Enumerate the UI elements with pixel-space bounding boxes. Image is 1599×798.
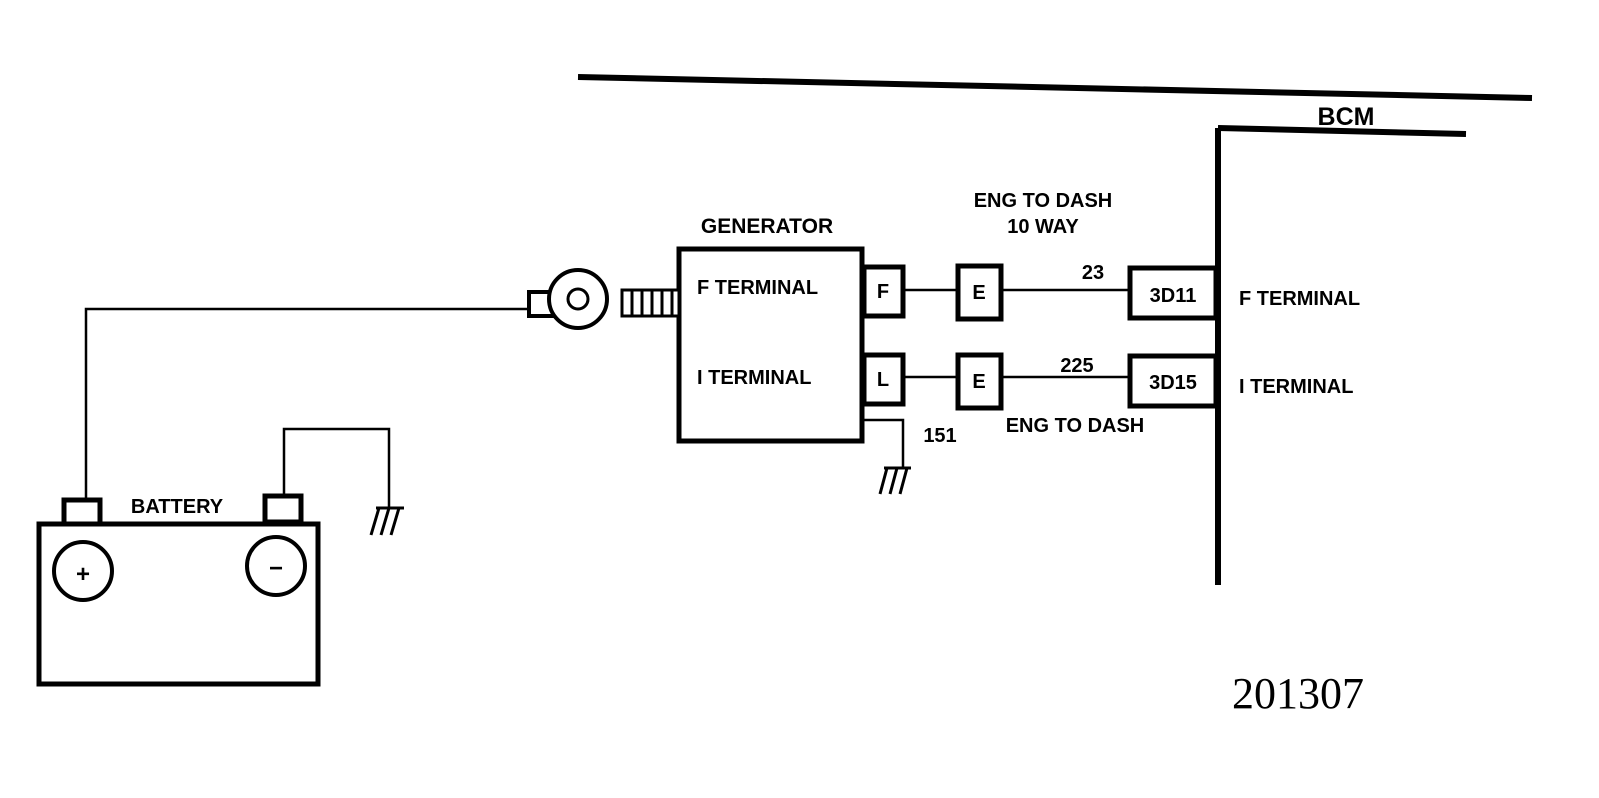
generator-box bbox=[676, 246, 865, 444]
generator-i-terminal-label: I TERMINAL bbox=[697, 367, 811, 389]
connector-top-label-line2: 10 WAY bbox=[1007, 216, 1079, 238]
bcm-pin-3d11-label: 3D11 bbox=[1150, 285, 1197, 307]
bcm-pin-3d11 bbox=[1127, 265, 1219, 321]
generator-f-terminal-label: F TERMINAL bbox=[697, 277, 818, 299]
ground-icon bbox=[878, 466, 911, 495]
bcm-label: BCM bbox=[1318, 103, 1375, 131]
battery-positive-cable bbox=[84, 307, 532, 500]
connector-pin-e-top bbox=[955, 263, 1004, 322]
bcm-pin-3d15-label: 3D15 bbox=[1149, 372, 1197, 394]
generator-pin-l bbox=[861, 352, 906, 407]
battery-negative-label: − bbox=[269, 555, 283, 582]
wire-151-label: 151 bbox=[923, 425, 956, 447]
battery-positive-label: + bbox=[76, 561, 90, 588]
connector-bottom-label: ENG TO DASH bbox=[1006, 415, 1145, 437]
connector-pin-e-top-label: E bbox=[972, 282, 985, 304]
wire-23-label: 23 bbox=[1082, 262, 1104, 284]
generator-label: GENERATOR bbox=[701, 215, 833, 238]
wire-151 bbox=[862, 418, 905, 468]
connector-pin-e-bottom bbox=[955, 352, 1004, 411]
bcm-i-terminal-label: I TERMINAL bbox=[1239, 376, 1353, 398]
wire-225-label: 225 bbox=[1060, 355, 1093, 377]
generator-pin-l-label: L bbox=[877, 369, 889, 391]
bcm-top-edge bbox=[1217, 125, 1467, 137]
generator-pin-f-label: F bbox=[877, 281, 889, 303]
connector-top-label-line1: ENG TO DASH bbox=[974, 190, 1113, 212]
battery-negative-cable bbox=[282, 427, 391, 508]
bcm-f-terminal-label: F TERMINAL bbox=[1239, 288, 1360, 310]
bcm-pin-3d15 bbox=[1127, 353, 1219, 409]
figure-number: 201307 bbox=[1232, 669, 1364, 718]
ground-icon bbox=[369, 506, 404, 536]
output-stud-icon bbox=[620, 288, 681, 318]
battery-label: BATTERY bbox=[131, 496, 224, 518]
ring-terminal-icon bbox=[527, 268, 609, 330]
harness-line bbox=[577, 74, 1533, 101]
battery-icon bbox=[36, 493, 321, 687]
generator-pin-f bbox=[861, 264, 906, 319]
connector-pin-e-bottom-label: E bbox=[972, 371, 985, 393]
